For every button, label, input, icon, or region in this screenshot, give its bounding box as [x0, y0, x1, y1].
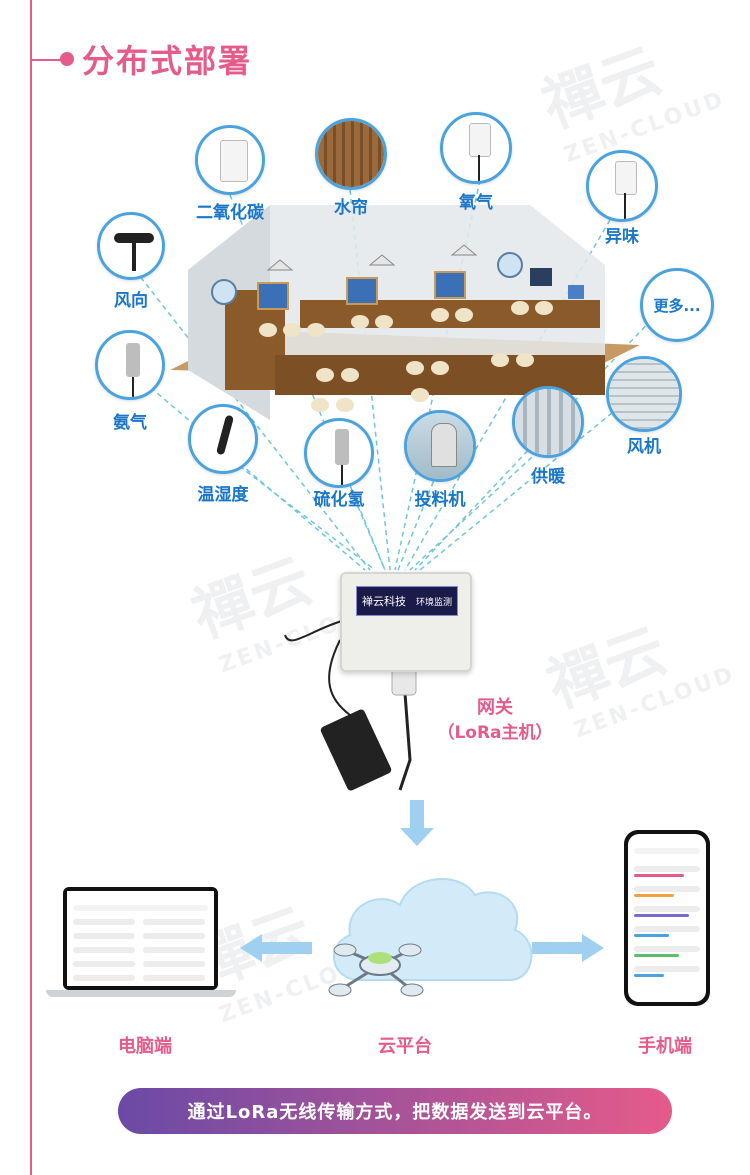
oxygen-sensor-image — [440, 112, 512, 184]
more-devices-label: 更多... — [653, 297, 701, 315]
odor-label: 异味 — [605, 227, 639, 247]
odor-sensor-image — [586, 150, 658, 222]
laptop-base — [46, 990, 236, 997]
laptop-image — [63, 887, 218, 990]
gateway-sublabel: （LoRa主机） — [437, 723, 553, 743]
water-curtain-label: 水帘 — [334, 198, 368, 218]
fan-label: 风机 — [627, 437, 661, 457]
cloud-label: 云平台 — [378, 1036, 432, 1057]
pc-label: 电脑端 — [118, 1036, 172, 1057]
cloud-graphic — [328, 878, 533, 997]
wind-direction-sensor-image — [97, 212, 165, 280]
h2s-sensor-image — [304, 418, 374, 488]
laptop-screen-content — [67, 891, 214, 986]
title-connector-line — [30, 59, 62, 61]
h2s-label: 硫化氢 — [313, 490, 365, 510]
water-curtain-image — [315, 118, 387, 190]
gateway-function-text: 环境监测 — [415, 597, 452, 608]
gateway-label: 网关 — [477, 697, 513, 718]
temp-humidity-label: 温湿度 — [197, 485, 249, 505]
more-devices-circle: 更多... — [640, 268, 714, 342]
phone-image — [624, 830, 710, 1006]
oxygen-label: 氧气 — [459, 193, 493, 213]
co2-sensor-image — [195, 125, 265, 195]
barn-illustration — [170, 205, 640, 420]
gateway-brand-text: 禅云科技 — [361, 595, 406, 608]
co2-label: 二氧化碳 — [196, 203, 264, 223]
heating-label: 供暖 — [531, 467, 565, 487]
gateway-device-label: 禅云科技 环境监测 — [356, 586, 458, 616]
heating-image — [512, 386, 584, 458]
ammonia-sensor-image — [95, 330, 165, 400]
title-dot — [60, 52, 74, 66]
mobile-label: 手机端 — [638, 1036, 692, 1057]
temp-humidity-sensor-image — [188, 404, 258, 474]
phone-screen-content — [628, 834, 706, 1002]
wind-direction-label: 风向 — [114, 291, 148, 311]
feeder-label: 投料机 — [414, 490, 466, 510]
ammonia-label: 氨气 — [113, 413, 147, 433]
gateway-device: 禅云科技 环境监测 — [340, 572, 472, 672]
page-title: 分布式部署 — [82, 42, 253, 80]
feeder-image — [404, 410, 476, 482]
left-accent-line — [30, 0, 32, 1175]
fan-image — [606, 356, 682, 432]
summary-banner: 通过LoRa无线传输方式，把数据发送到云平台。 — [118, 1088, 672, 1134]
